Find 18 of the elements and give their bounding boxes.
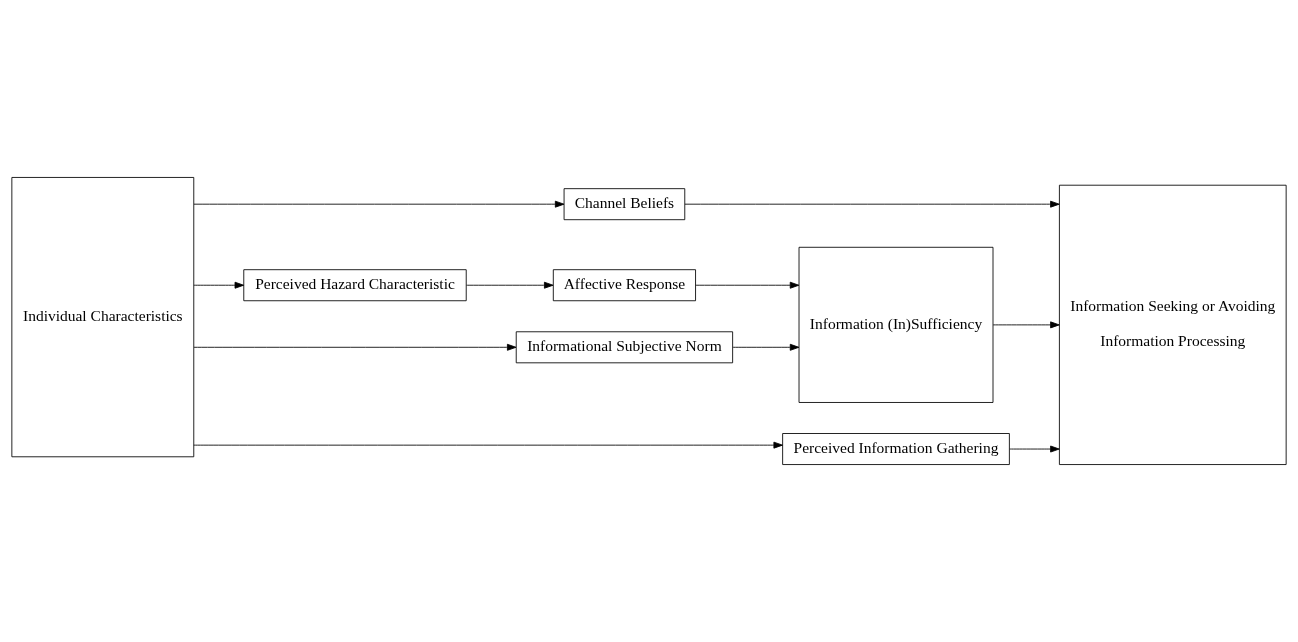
- node-box: Information (In)Sufficiency: [798, 246, 994, 403]
- arrow: [193, 281, 245, 289]
- node-box: Channel Beliefs: [563, 188, 686, 221]
- node-box: Perceived Information Gathering: [782, 433, 1010, 465]
- node-box: Individual Characteristics: [11, 177, 195, 458]
- node-box: Informational Subjective Norm: [515, 331, 734, 364]
- arrow: [992, 321, 1060, 329]
- arrow: [193, 343, 517, 351]
- arrow: [684, 200, 1060, 208]
- node-box: Information Seeking or Avoiding Information Processing: [1058, 184, 1287, 465]
- arrow: [193, 441, 783, 449]
- arrow: [193, 200, 565, 208]
- arrow: [732, 343, 800, 351]
- node-box: Affective Response: [552, 269, 696, 302]
- node-box: Perceived Hazard Characteristic: [243, 269, 467, 302]
- arrow: [466, 281, 554, 289]
- arrow: [1009, 445, 1060, 453]
- arrow: [695, 281, 800, 289]
